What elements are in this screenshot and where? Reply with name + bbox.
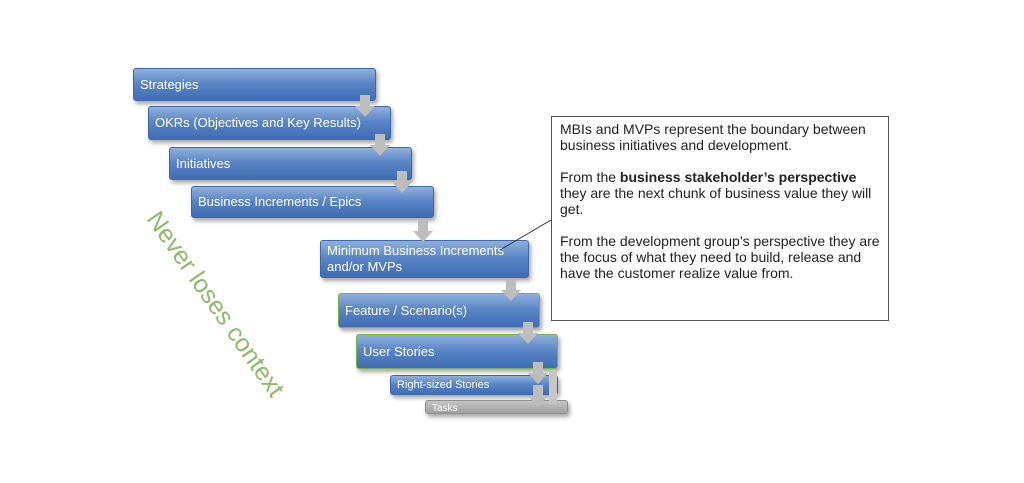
- down-arrow-icon: [370, 134, 390, 156]
- note-paragraph-development: From the development group’s perspective…: [560, 233, 880, 281]
- note-text: From the: [560, 169, 620, 185]
- level-label: Strategies: [140, 76, 199, 92]
- down-arrow-icon: [355, 95, 375, 117]
- down-arrow-icon: [528, 362, 548, 384]
- level-label: Initiatives: [176, 155, 231, 171]
- explanation-note: MBIs and MVPs represent the boundary bet…: [551, 116, 889, 321]
- level-okrs: OKRs (Objectives and Key Results): [148, 106, 391, 140]
- note-emphasis: business stakeholder’s perspective: [619, 169, 857, 185]
- down-arrow-icon: [392, 171, 412, 193]
- level-label: User Stories: [363, 343, 435, 359]
- down-bar-icon: [549, 370, 557, 404]
- level-label: Minimum Business Increments and/or MVPs: [327, 243, 504, 274]
- level-feature-scenarios: Feature / Scenario(s): [338, 293, 540, 328]
- level-label: Tasks: [432, 403, 458, 414]
- down-arrow-icon: [528, 385, 548, 407]
- note-text: they are the next chunk of business valu…: [560, 185, 872, 217]
- level-label: OKRs (Objectives and Key Results): [155, 115, 361, 130]
- down-arrow-icon: [518, 322, 538, 344]
- down-arrow-icon: [501, 279, 521, 301]
- level-right-sized-stories: Right-sized Stories: [390, 375, 558, 395]
- level-label: Right-sized Stories: [397, 379, 490, 391]
- level-mbi-mvp: Minimum Business Increments and/or MVPs: [320, 240, 529, 278]
- down-arrow-icon: [413, 220, 433, 242]
- level-strategies: Strategies: [133, 68, 376, 101]
- level-label: Business Increments / Epics: [198, 194, 362, 209]
- note-paragraph-boundary: MBIs and MVPs represent the boundary bet…: [560, 121, 866, 153]
- level-initiatives: Initiatives: [169, 147, 412, 180]
- note-paragraph-business: From the business stakeholder’s perspect…: [560, 169, 880, 217]
- level-label: Feature / Scenario(s): [345, 302, 468, 318]
